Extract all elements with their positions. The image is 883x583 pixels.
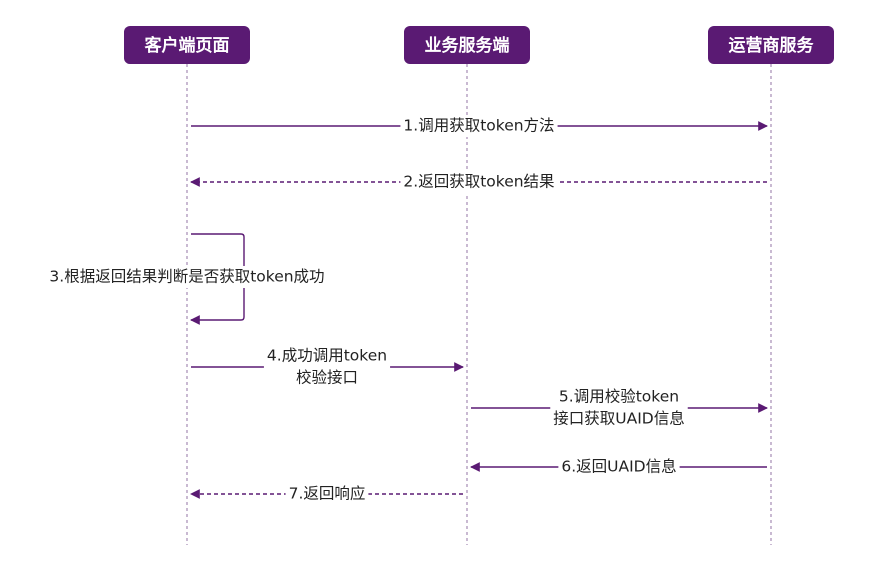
message-7: 7.返回响应 bbox=[190, 483, 463, 505]
actor-label-client: 客户端页面 bbox=[144, 35, 230, 56]
message-2: 2.返回获取token结果 bbox=[190, 171, 767, 193]
message-label-bg-1 bbox=[400, 115, 558, 137]
message-label-bg-4 bbox=[263, 345, 391, 389]
message-label-7-line-1: 7.返回响应 bbox=[289, 484, 366, 503]
actor-service: 业务服务端 bbox=[404, 26, 530, 64]
message-5: 5.调用校验token 接口获取UAID信息 bbox=[471, 386, 768, 430]
message-4: 4.成功调用token 校验接口 bbox=[191, 345, 464, 389]
message-label-bg-2 bbox=[400, 171, 558, 193]
actor-client: 客户端页面 bbox=[124, 26, 250, 64]
message-3: 3.根据返回结果判断是否获取token成功 bbox=[46, 233, 328, 325]
message-1: 1.调用获取token方法 bbox=[191, 115, 768, 137]
message-label-bg-5 bbox=[550, 386, 688, 430]
actor-operator: 运营商服务 bbox=[708, 26, 834, 64]
message-label-5-line-2: 接口获取UAID信息 bbox=[553, 410, 684, 428]
message-label-6-line-1: 6.返回UAID信息 bbox=[561, 458, 676, 476]
message-label-2-line-1: 2.返回获取token结果 bbox=[403, 173, 554, 191]
actor-label-operator: 运营商服务 bbox=[729, 35, 815, 56]
message-6: 6.返回UAID信息 bbox=[470, 456, 767, 478]
actor-box-client bbox=[124, 26, 250, 64]
message-label-1-line-1: 1.调用获取token方法 bbox=[403, 117, 554, 135]
actor-label-service: 业务服务端 bbox=[425, 35, 510, 56]
message-label-3-line-1: 3.根据返回结果判断是否获取token成功 bbox=[49, 268, 324, 286]
actor-box-operator bbox=[708, 26, 834, 64]
message-label-4-line-1: 4.成功调用token bbox=[267, 347, 387, 365]
message-label-bg-6 bbox=[558, 456, 680, 478]
message-label-4-line-2: 校验接口 bbox=[296, 369, 358, 387]
message-label-bg-7 bbox=[285, 483, 369, 505]
message-label-bg-3 bbox=[46, 266, 328, 288]
actor-box-service bbox=[404, 26, 530, 64]
message-label-5-line-1: 5.调用校验token bbox=[559, 388, 679, 406]
